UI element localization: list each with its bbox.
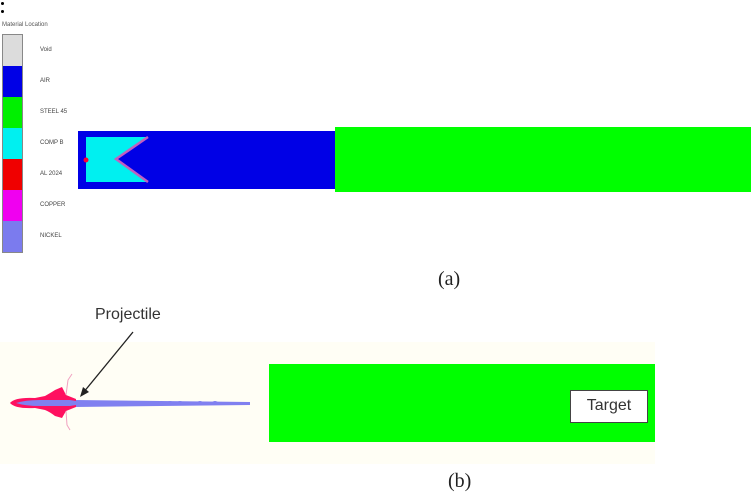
- target-label: Target: [570, 390, 648, 423]
- legend-label: STEEL 45: [40, 109, 68, 115]
- detonation-point: [83, 157, 89, 163]
- steel-target: [335, 127, 751, 192]
- jet-core: [16, 400, 76, 406]
- legend-swatch-void: [3, 35, 22, 66]
- bullet-dot: [1, 10, 4, 13]
- legend-label: NICKEL: [40, 233, 62, 239]
- material-legend: [2, 34, 23, 253]
- simulation-setup: [78, 127, 751, 192]
- legend-swatch-steel: [3, 97, 22, 128]
- projectile-label: Projectile: [95, 306, 161, 323]
- legend-swatch-nickel: [3, 221, 22, 252]
- legend-label: Void: [40, 47, 52, 53]
- bullet-dot: [1, 2, 4, 5]
- liner: [113, 135, 149, 184]
- legend-label: AL 2024: [40, 171, 63, 177]
- legend-swatch-copper: [3, 190, 22, 221]
- caption-b: (b): [448, 470, 472, 492]
- legend-label: COPPER: [40, 202, 66, 208]
- explosive-charge: [86, 137, 148, 182]
- legend-swatch-compb: [3, 128, 22, 159]
- caption-a: (a): [438, 268, 461, 290]
- projectile-arrow: [82, 331, 134, 394]
- legend-swatch-al: [3, 159, 22, 190]
- legend-title: Material Location: [2, 22, 48, 28]
- legend-label: COMP B: [40, 140, 64, 146]
- legend-swatch-air: [3, 66, 22, 97]
- legend-label: AIR: [40, 78, 51, 84]
